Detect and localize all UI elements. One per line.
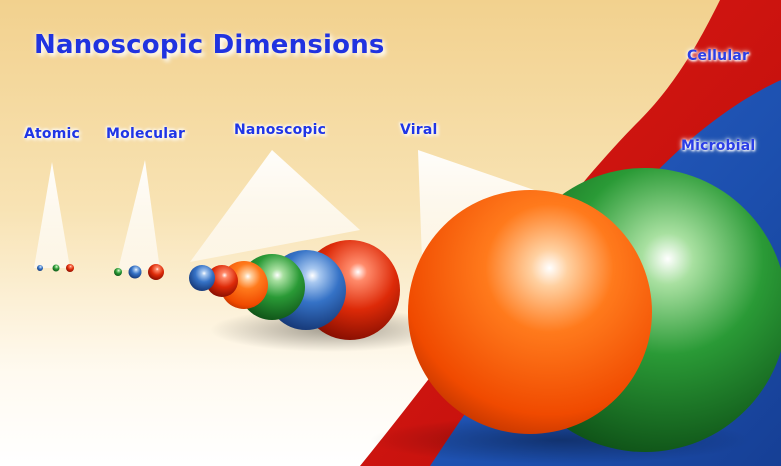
molecular-beam — [118, 160, 160, 270]
molecular-sphere-1 — [114, 268, 122, 276]
cellular-label: Cellular — [687, 48, 750, 64]
molecular-sphere-2 — [128, 265, 142, 279]
molecular-label: Molecular — [106, 126, 186, 142]
viral-label: Viral — [400, 122, 438, 138]
microbial-label: Microbial — [681, 138, 756, 154]
viral-sphere-orange — [408, 190, 652, 434]
atomic-sphere-1 — [37, 265, 43, 271]
nanoscopic-sphere-small-blue — [189, 265, 215, 291]
atomic-sphere-2 — [52, 264, 60, 272]
molecular-sphere-3 — [148, 264, 164, 280]
nanoscopic-label: Nanoscopic — [234, 122, 327, 138]
nanoscopic-beam — [190, 150, 360, 262]
diagram-title: Nanoscopic Dimensions — [34, 30, 385, 60]
atomic-label: Atomic — [24, 126, 81, 142]
atomic-beam — [34, 162, 70, 268]
atomic-sphere-3 — [66, 264, 74, 272]
